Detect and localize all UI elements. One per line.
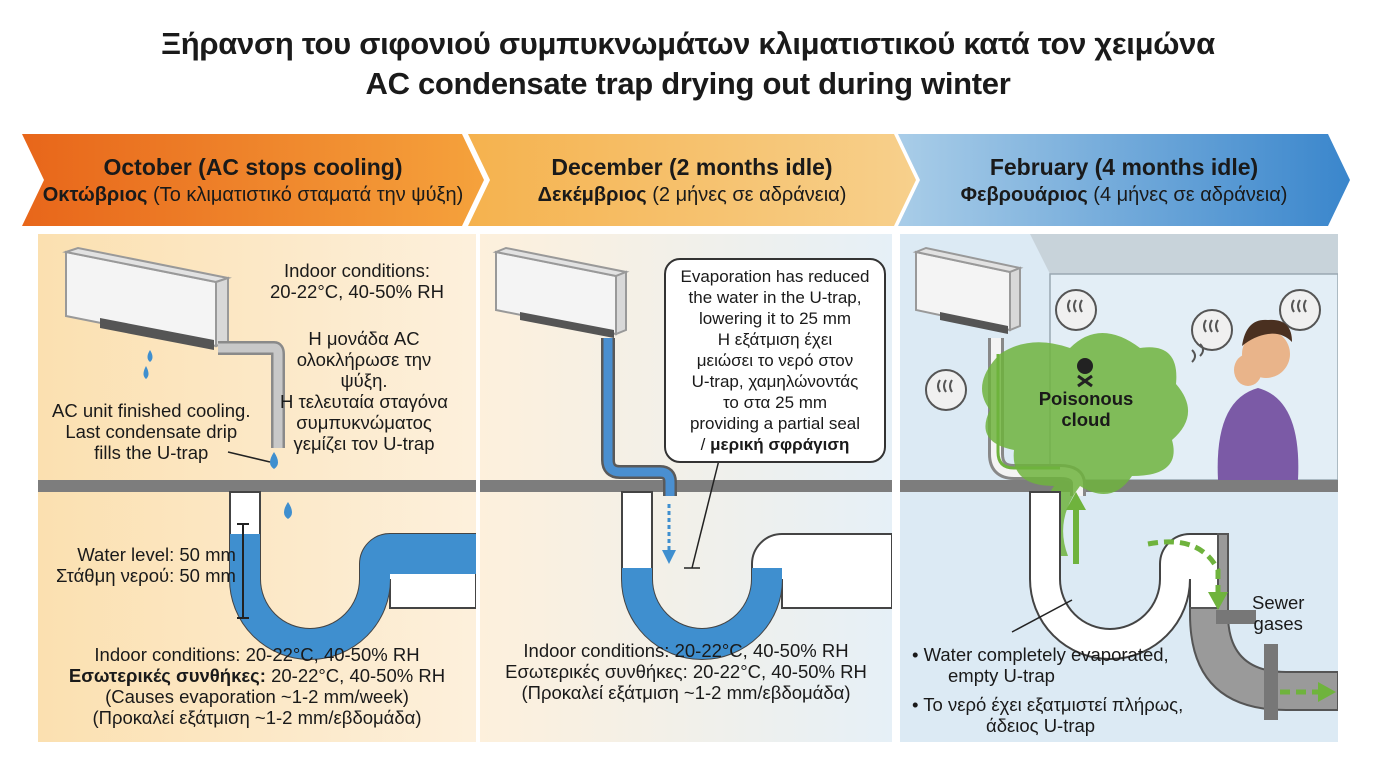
banner-arrow-december <box>468 134 916 226</box>
ac-unit-icon <box>62 246 232 350</box>
poisonous-cloud-icon <box>982 333 1189 556</box>
indoor-conditions-bottom: Indoor conditions: 20-22°C, 40-50% RH Εσ… <box>505 640 867 703</box>
stage-title-en: October (AC stops cooling) <box>103 154 403 180</box>
english-finish-note: AC unit finished cooling.Last condensate… <box>52 400 251 463</box>
stage-title-gr: Φεβρουάριος (4 μήνες σε αδράνεια) <box>960 184 1288 206</box>
ac-unit-icon <box>492 246 630 338</box>
person-covering-nose-icon <box>1191 319 1299 480</box>
stage-title-gr: Δεκέμβριος (2 μήνες σε αδράνεια) <box>537 184 847 206</box>
down-arrow-icon <box>662 550 676 564</box>
banner-arrow-february <box>898 134 1350 226</box>
banner-arrow-october <box>22 134 484 226</box>
panel-february-illustration <box>900 234 1338 742</box>
title-english: AC condensate trap drying out during win… <box>365 66 1011 101</box>
indoor-conditions-top: Indoor conditions:20-22°C, 40-50% RH <box>270 260 444 302</box>
stage-banner-october: October (AC stops cooling) Οκτώβριος (Το… <box>22 134 484 226</box>
indoor-conditions-bottom: Indoor conditions: 20-22°C, 40-50% RH Εσ… <box>68 644 446 728</box>
ac-unit-icon <box>912 246 1024 334</box>
smell-icon <box>925 289 1321 411</box>
stage-title-gr: Οκτώβριος (Το κλιματιστικό σταματά την ψ… <box>42 184 464 206</box>
empty-trap-bullets: • Water completely evaporated, empty U-t… <box>912 644 1184 736</box>
panel-october-illustration <box>38 234 476 742</box>
stage-banner-december: December (2 months idle) Δεκέμβριος (2 μ… <box>468 134 916 226</box>
stage-title-en: December (2 months idle) <box>551 154 833 180</box>
stage-title-en: February (4 months idle) <box>989 154 1259 180</box>
stage-banner-february: February (4 months idle) Φεβρουάριος (4 … <box>898 134 1350 226</box>
up-arrow-icon <box>1066 492 1086 510</box>
title-greek: Ξήρανση του σιφονιού συμπυκνωμάτων κλιμα… <box>161 26 1215 61</box>
panel-october: Indoor conditions:20-22°C, 40-50% RH Η μ… <box>38 234 476 742</box>
water-drop-icon <box>270 452 278 469</box>
